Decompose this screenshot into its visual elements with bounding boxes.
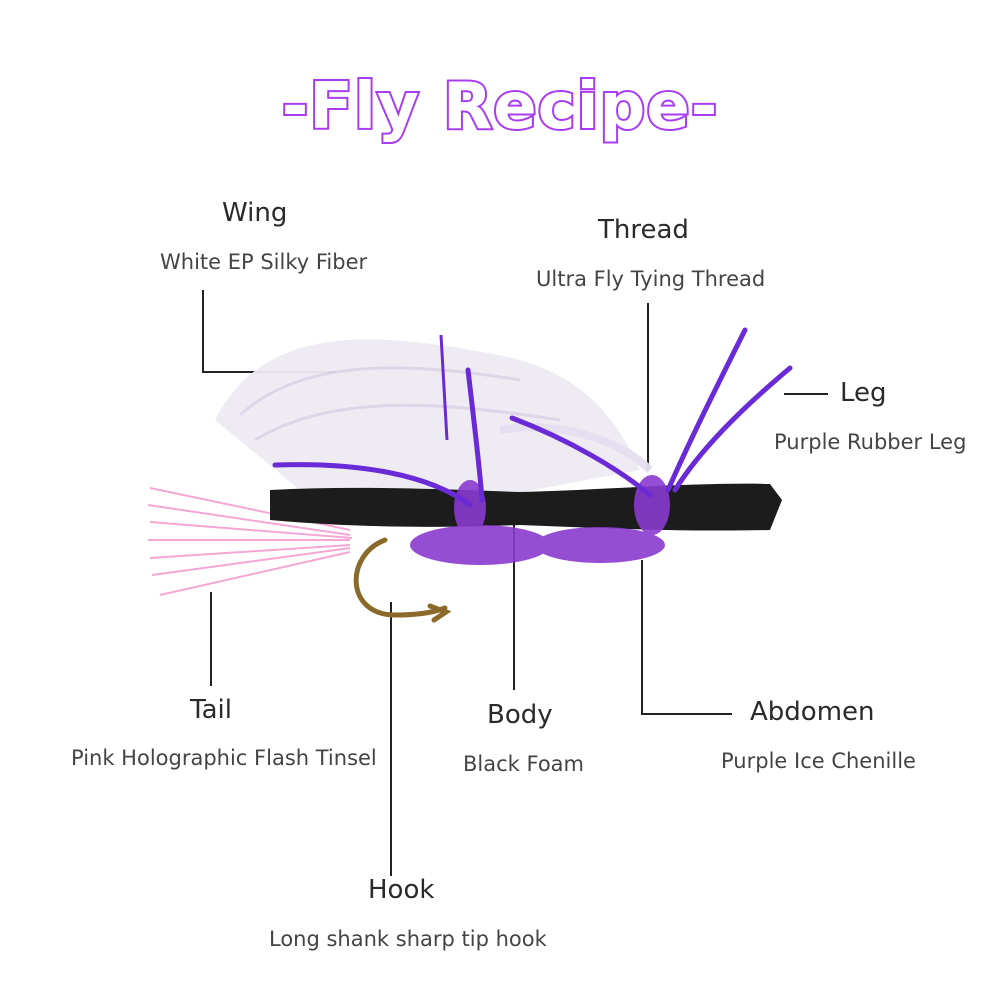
hook-label-desc: Long shank sharp tip hook (269, 927, 547, 951)
tail-tinsel (147, 487, 353, 596)
body-label-title: Body (487, 700, 553, 730)
tail-label-desc: Pink Holographic Flash Tinsel (71, 746, 377, 770)
rubber-legs (272, 327, 793, 508)
hook (353, 537, 452, 623)
thread-label-desc: Ultra Fly Tying Thread (536, 267, 766, 291)
leg-label-title: Leg (840, 378, 887, 408)
abdomen-leader (641, 560, 732, 715)
body-label-desc: Black Foam (463, 752, 584, 776)
wing-label-title: Wing (222, 198, 288, 228)
tail-label-title: Tail (190, 695, 232, 725)
abdomen-label-desc: Purple Ice Chenille (721, 749, 916, 773)
leg-label-desc: Purple Rubber Leg (774, 430, 967, 454)
wing-label-desc: White EP Silky Fiber (160, 250, 368, 274)
leader-lines (202, 290, 828, 876)
page-title: -Fly Recipe- (280, 68, 720, 146)
hook-label-title: Hook (368, 875, 435, 905)
thread-segment (439, 334, 449, 441)
thread-label-title: Thread (598, 215, 689, 245)
wing-fiber (215, 339, 653, 500)
abdomen-label-title: Abdomen (750, 697, 875, 727)
